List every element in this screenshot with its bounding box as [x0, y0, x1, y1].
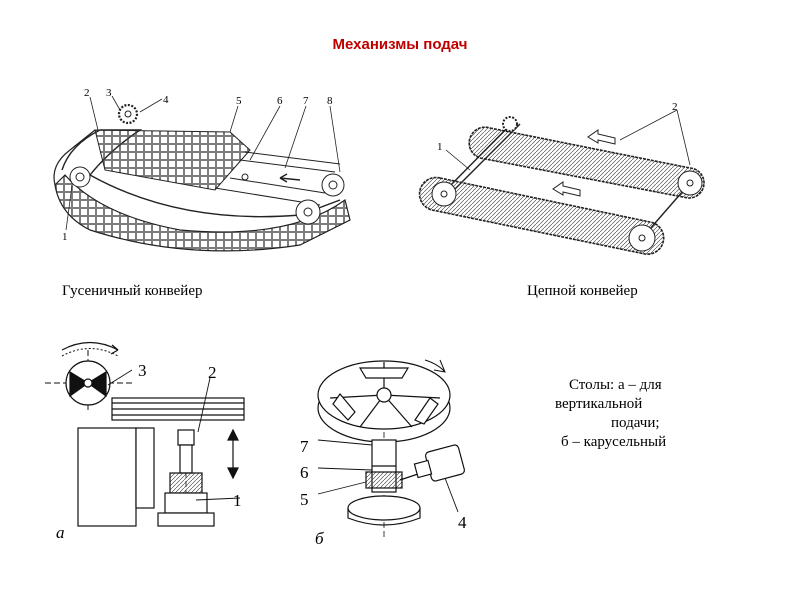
- table-a-diagram: [45, 341, 245, 527]
- track-wheel-right: [295, 199, 321, 225]
- chain-belt-front: [418, 176, 665, 255]
- chain-sprocket: [502, 116, 518, 132]
- chain-arrow-front: [552, 181, 581, 197]
- track-conveyor-diagram: [53, 95, 351, 252]
- track-label-1: 1: [62, 231, 68, 243]
- chain-wheel-2: [677, 170, 703, 196]
- track-sprocket: [117, 103, 139, 125]
- tables-note-line-3: подачи;: [611, 415, 660, 431]
- table-a-letter: а: [56, 523, 65, 542]
- track-wheel-left: [69, 166, 91, 188]
- table-b-base: [347, 495, 421, 521]
- track-label-8: 8: [327, 95, 333, 107]
- chain-wheel-3: [628, 224, 656, 252]
- track-label-6: 6: [277, 95, 283, 107]
- page-title: Механизмы подач: [332, 36, 468, 53]
- track-label-3: 3: [106, 87, 112, 99]
- table-b-letter: б: [315, 529, 324, 548]
- table-b-label-4: 4: [458, 513, 467, 532]
- table-b-label-5: 5: [300, 490, 309, 509]
- tables-note-line-2: вертикальной: [555, 396, 643, 412]
- table-b-label-7: 7: [300, 437, 309, 456]
- table-b-label-6: 6: [300, 463, 309, 482]
- track-drive-wheel: [321, 173, 345, 197]
- chain-label-2: 2: [672, 101, 678, 113]
- caption-chain-conveyor: Цепной конвейер: [527, 283, 638, 299]
- track-label-4: 4: [163, 94, 169, 106]
- tables-note-line-4: б – карусельный: [561, 434, 667, 450]
- track-direction-arrow: [279, 173, 301, 183]
- chain-belt-back: [468, 126, 705, 199]
- tables-note: Столы: а – для вертикальной подачи; б – …: [555, 376, 735, 452]
- track-label-2: 2: [84, 87, 90, 99]
- table-b-motor: [424, 444, 466, 482]
- caption-track-conveyor: Гусеничный конвейер: [62, 283, 203, 299]
- table-a-frame: [77, 427, 137, 527]
- chain-wheel-1: [431, 181, 457, 207]
- chain-conveyor-diagram: [418, 109, 705, 255]
- table-b-gear: [365, 471, 403, 489]
- table-b-diagram: [317, 359, 466, 540]
- track-labels: 1 2 3 4 5 6 7 8: [62, 87, 333, 243]
- table-a-label-3: 3: [138, 361, 147, 380]
- table-a-label-2: 2: [208, 363, 217, 382]
- track-belt: [54, 174, 351, 252]
- chain-label-1: 1: [437, 141, 443, 153]
- track-label-7: 7: [303, 95, 309, 107]
- table-a-screw: [169, 472, 203, 494]
- tables-note-line-1: Столы: а – для: [569, 377, 662, 393]
- track-plate: [94, 129, 251, 191]
- chain-arrow-back: [587, 129, 616, 145]
- track-label-5: 5: [236, 95, 242, 107]
- table-a-label-1: 1: [233, 491, 242, 510]
